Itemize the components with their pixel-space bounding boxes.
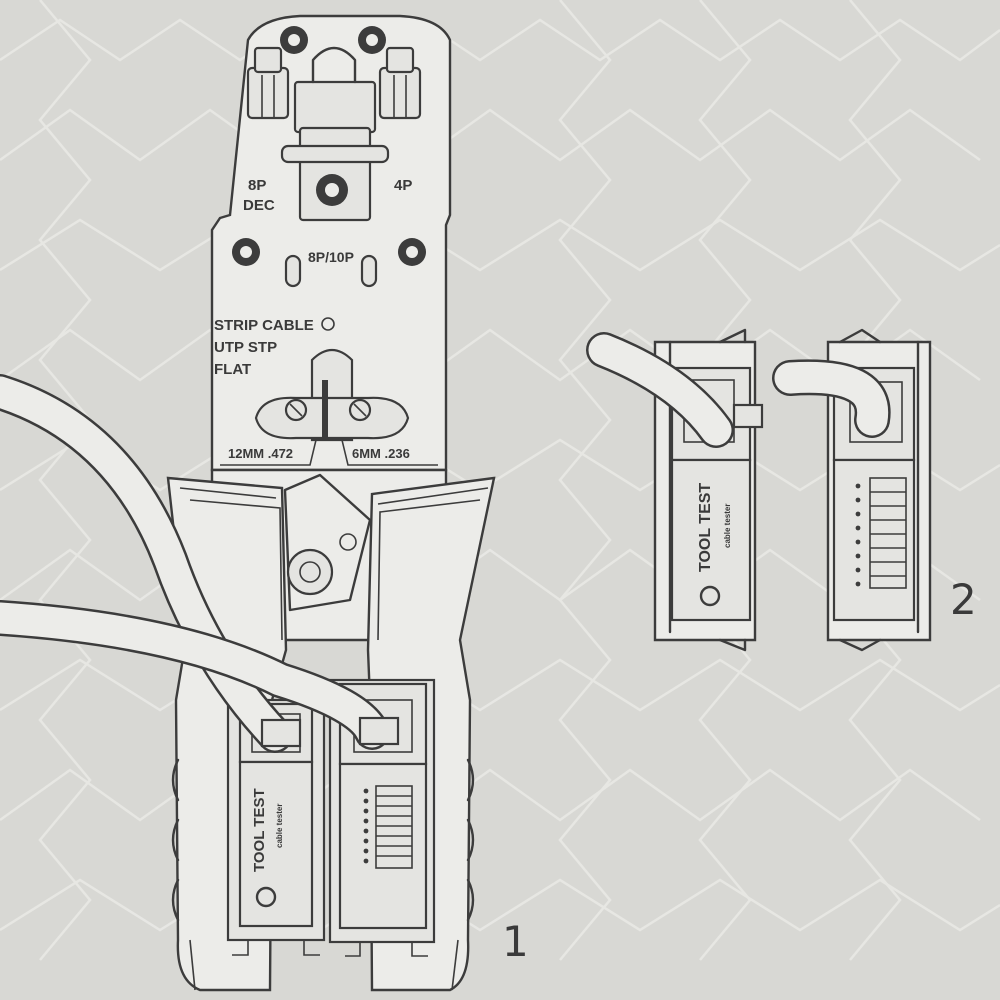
die-label-8p-10p: 8P/10P [308, 249, 354, 265]
die-label-8p: 8P [248, 177, 266, 194]
step-number-1: 1 [502, 917, 529, 966]
tester-pair-detail: TOOL TEST cable tester [586, 328, 932, 652]
main-tester-detail [772, 328, 932, 652]
rj-die-cavities [246, 46, 422, 222]
crimp-tool: 8P DEC 4P 8P/10P STRIP CABLE UTP STP FLA… [0, 14, 496, 992]
size-label-6mm: 6MM .236 [352, 446, 410, 461]
strip-label-cable: STRIP CABLE [214, 317, 314, 334]
die-slots [284, 254, 378, 288]
tester-subtitle-left: cable tester [275, 804, 284, 848]
die-label-4p: 4P [394, 177, 412, 194]
tester-brand-left: TOOL TEST [251, 788, 268, 872]
tester-brand-right: TOOL TEST [697, 483, 714, 572]
network-cable [0, 374, 390, 753]
size-label-12mm: 12MM .472 [228, 446, 293, 461]
led-indicator-column [363, 785, 413, 869]
die-label-dec: DEC [243, 197, 275, 214]
rivet-icon [232, 26, 426, 266]
tester-button-icon [255, 886, 277, 908]
strip-label-utp-stp: UTP STP [214, 339, 277, 356]
remote-tester-detail: TOOL TEST cable tester [586, 328, 764, 652]
strip-hole-icon [321, 317, 335, 331]
strip-label-flat: FLAT [214, 361, 251, 378]
tester-subtitle-right: cable tester [723, 504, 732, 548]
pivot-bolt-icon [286, 548, 334, 596]
stripper-blade [254, 348, 410, 442]
handle-grips [171, 758, 475, 991]
rj45-plugs [260, 716, 400, 748]
step-number-2: 2 [950, 575, 977, 624]
